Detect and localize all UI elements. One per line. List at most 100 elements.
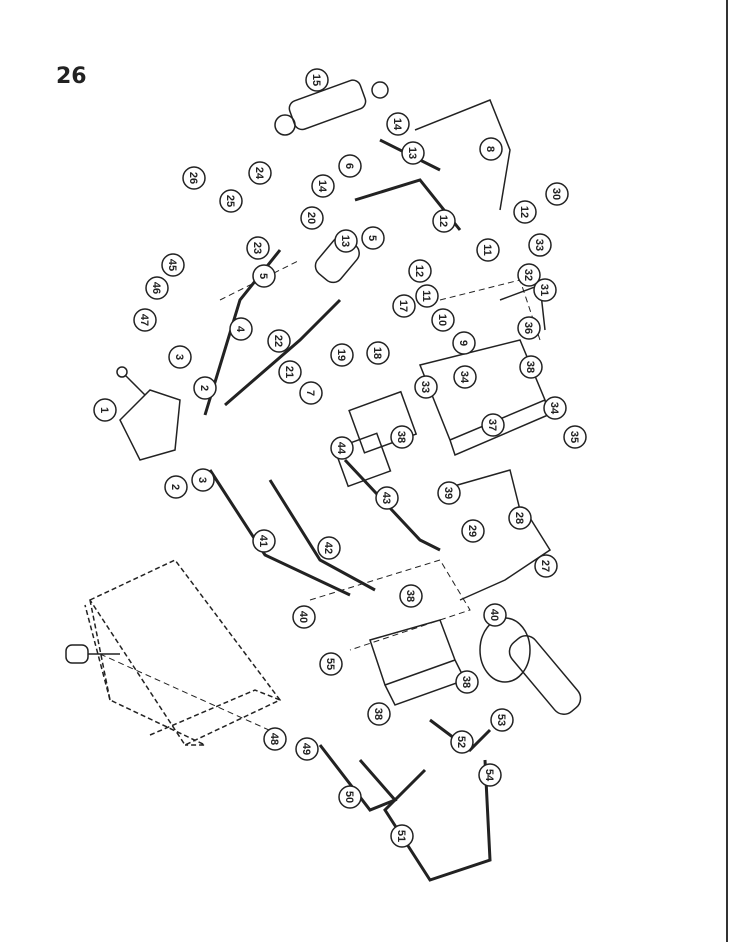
callout-33: 33 <box>528 233 552 257</box>
callout-circle <box>452 331 476 355</box>
callout-34: 34 <box>453 365 477 389</box>
callout-number: 49 <box>300 743 312 755</box>
callout-32: 32 <box>517 263 541 287</box>
callout-number: 11 <box>481 244 493 256</box>
callout-circle <box>517 263 541 287</box>
callout-55: 55 <box>319 652 343 676</box>
callout-number: 12 <box>518 206 530 218</box>
callout-17: 17 <box>392 294 416 318</box>
manifold-block <box>369 619 467 706</box>
callout-12: 12 <box>432 209 456 233</box>
callout-number: 47 <box>138 314 150 326</box>
callout-circle <box>278 360 302 384</box>
callout-circle <box>455 670 479 694</box>
callout-circle <box>248 161 272 185</box>
callout-43: 43 <box>375 486 399 510</box>
callout-number: 28 <box>513 512 525 524</box>
callout-number: 19 <box>335 349 347 361</box>
callout-circle <box>219 189 243 213</box>
callout-circle <box>483 603 507 627</box>
callout-number: 51 <box>395 830 407 842</box>
callout-38: 38 <box>399 584 423 608</box>
callout-number: 35 <box>568 431 580 443</box>
callout-number: 42 <box>322 542 334 554</box>
callout-number: 38 <box>395 431 407 443</box>
callout-circle <box>401 141 425 165</box>
callout-circle <box>161 253 185 277</box>
callout-circle <box>263 727 287 751</box>
callout-circle <box>299 381 323 405</box>
callout-38: 38 <box>519 355 543 379</box>
callout-number: 12 <box>413 265 425 277</box>
callout-circle <box>300 206 324 230</box>
callout-number: 34 <box>458 371 470 384</box>
callout-47: 47 <box>133 308 157 332</box>
callout-9: 9 <box>452 331 476 355</box>
callout-circle <box>399 584 423 608</box>
callout-circle <box>461 519 485 543</box>
callout-15: 15 <box>305 68 329 92</box>
callout-circle <box>408 259 432 283</box>
callout-number: 21 <box>283 366 295 378</box>
callout-circle <box>319 652 343 676</box>
callout-54: 54 <box>478 763 502 787</box>
callout-number: 27 <box>539 560 551 572</box>
callout-circle <box>519 355 543 379</box>
callout-number: 26 <box>187 172 199 184</box>
callout-number: 1 <box>98 407 110 413</box>
callout-number: 18 <box>371 347 383 359</box>
callout-13: 13 <box>334 229 358 253</box>
callout-41: 41 <box>252 529 276 553</box>
callout-number: 44 <box>335 442 347 455</box>
callout-number: 38 <box>372 708 384 720</box>
callout-circle <box>392 294 416 318</box>
callout-12: 12 <box>408 259 432 283</box>
callout-number: 43 <box>380 492 392 504</box>
callout-14: 14 <box>386 112 410 136</box>
callout-number: 36 <box>522 322 534 334</box>
callout-circle <box>292 605 316 629</box>
callout-40: 40 <box>292 605 316 629</box>
callout-number: 33 <box>533 239 545 251</box>
callout-number: 31 <box>538 284 550 296</box>
callout-number: 38 <box>404 590 416 602</box>
callout-circle <box>246 236 270 260</box>
callout-34: 34 <box>543 396 567 420</box>
callout-number: 22 <box>272 335 284 347</box>
callout-37: 37 <box>481 413 505 437</box>
callout-circle <box>133 308 157 332</box>
callout-48: 48 <box>263 727 287 751</box>
hydraulic-hoses <box>203 138 492 882</box>
callout-circle <box>367 702 391 726</box>
callout-number: 39 <box>442 487 454 499</box>
callout-4: 4 <box>229 317 253 341</box>
callout-52: 52 <box>450 730 474 754</box>
callout-24: 24 <box>248 161 272 185</box>
callout-number: 5 <box>366 235 378 241</box>
callout-number: 55 <box>324 658 336 670</box>
callout-10: 10 <box>431 308 455 332</box>
callout-number: 12 <box>437 215 449 227</box>
callout-number: 48 <box>268 733 280 745</box>
callout-circle <box>252 264 276 288</box>
callout-circle <box>330 343 354 367</box>
callout-6: 6 <box>338 154 362 178</box>
hydraulic-pump <box>333 390 418 488</box>
callout-number: 3 <box>173 354 185 360</box>
callout-19: 19 <box>330 343 354 367</box>
callout-number: 23 <box>251 242 263 254</box>
callout-circle <box>390 425 414 449</box>
callout-1: 1 <box>93 398 117 422</box>
page-number: 26 <box>56 64 87 89</box>
callout-circle <box>563 425 587 449</box>
callout-number: 13 <box>406 147 418 159</box>
callout-circle <box>317 536 341 560</box>
callout-circle <box>390 824 414 848</box>
callout-circle <box>508 506 532 530</box>
callout-number: 54 <box>483 769 495 782</box>
callout-26: 26 <box>182 166 206 190</box>
callout-circle <box>415 284 439 308</box>
callout-number: 5 <box>257 273 269 279</box>
callout-27: 27 <box>534 554 558 578</box>
